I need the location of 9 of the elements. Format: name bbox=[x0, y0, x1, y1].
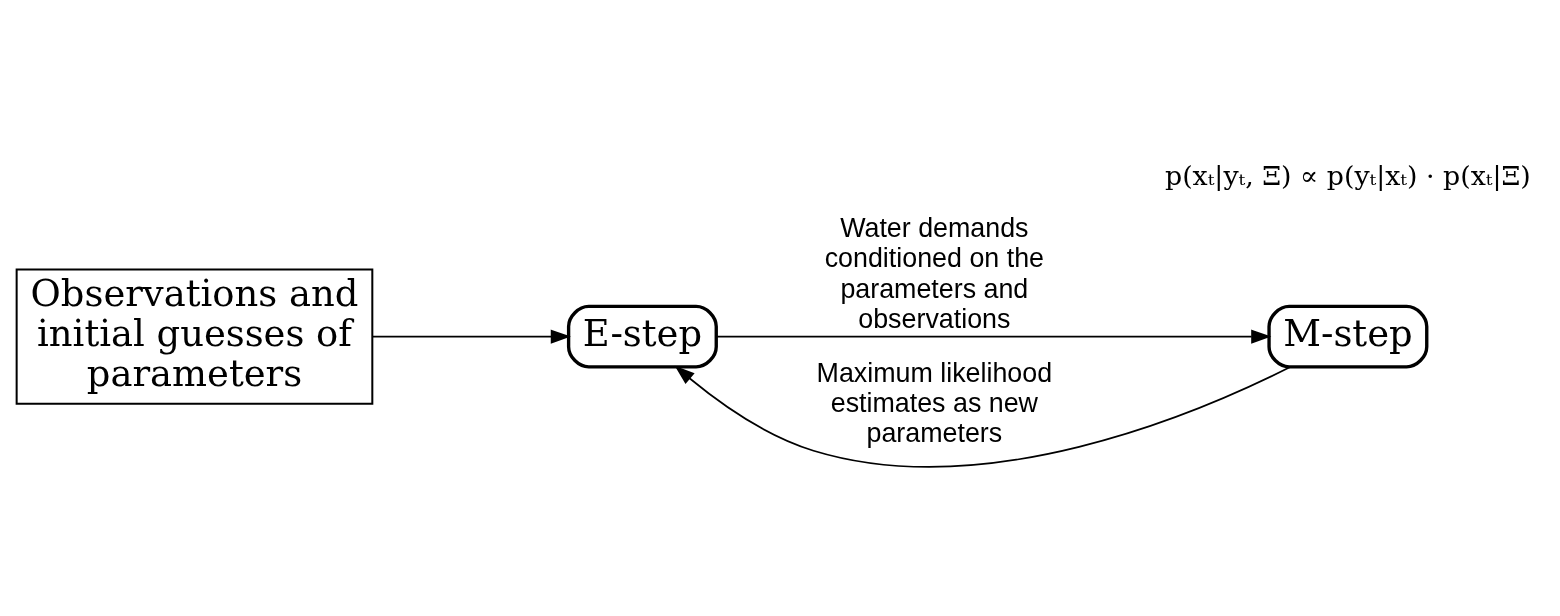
edge-label: Water demands conditioned on the parameters and observations bbox=[824, 213, 1044, 334]
edge-label: Maximum likelihood estimates as new parameters bbox=[816, 357, 1053, 448]
arrow bbox=[371, 329, 571, 344]
node-box: M-step bbox=[1267, 304, 1429, 369]
node-box: E-step bbox=[566, 304, 718, 369]
arrow bbox=[674, 365, 1292, 468]
arrow bbox=[715, 329, 1272, 344]
label: p(xₜ|yₜ, Ξ) ∝ p(yₜ|xₜ) · p(xₜ|Ξ) bbox=[1164, 160, 1531, 192]
node-box: Observations and initial guesses of parameters bbox=[15, 268, 374, 405]
